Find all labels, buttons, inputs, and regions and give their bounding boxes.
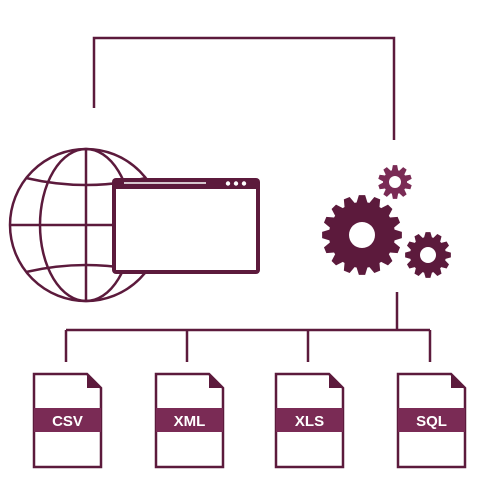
document-label: CSV <box>52 413 83 430</box>
document-label-bar <box>156 408 223 432</box>
document-xls: XLS <box>274 372 345 469</box>
gear-hole <box>349 222 375 248</box>
document-xml: XML <box>154 372 225 469</box>
top-connector-line <box>92 36 396 140</box>
gears-icon <box>322 165 451 278</box>
document-label-bar <box>276 408 343 432</box>
small-gear-icon <box>378 165 412 199</box>
gear-hole <box>389 176 401 188</box>
browser-window-icon <box>112 178 260 274</box>
document-label: XML <box>174 413 206 430</box>
large-gear-icon <box>322 195 402 275</box>
bottom-connector <box>64 292 432 362</box>
document-sql: SQL <box>396 372 467 469</box>
document-label-bar <box>398 408 465 432</box>
document-label: XLS <box>295 413 324 430</box>
medium-gear-icon <box>405 232 451 278</box>
document-label: SQL <box>416 413 447 430</box>
gear-hole <box>420 247 436 263</box>
document-label-bar <box>34 408 101 432</box>
document-csv: CSV <box>32 372 103 469</box>
